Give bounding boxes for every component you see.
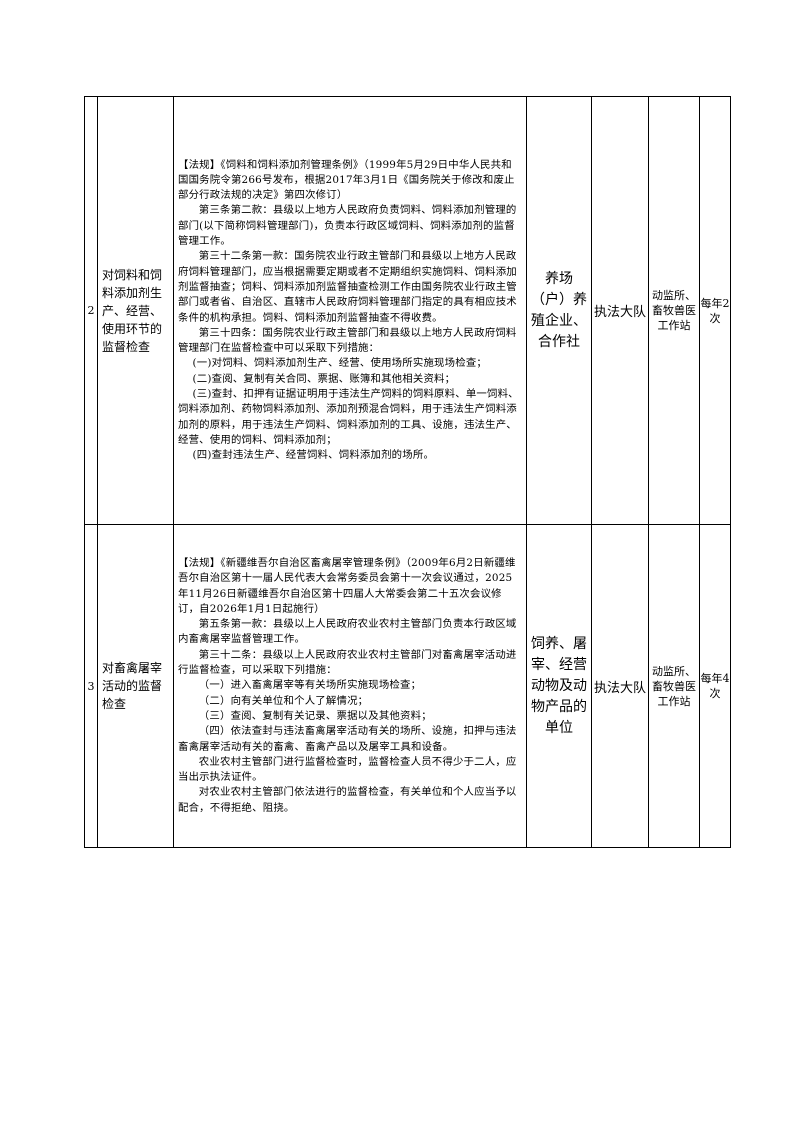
table-row: 2 对饲料和饲料添加剂生产、经营、使用环节的监督检查 【法规】《饲料和饲料添加剂… [84, 96, 731, 525]
inspection-item: 对畜禽屠宰活动的监督检查 [97, 524, 174, 848]
table-row: 3 对畜禽屠宰活动的监督检查 【法规】《新疆维吾尔自治区畜禽屠宰管理条例》（20… [84, 524, 731, 848]
responsible-department: 执法大队 [591, 96, 649, 525]
legal-basis-cell: 【法规】《新疆维吾尔自治区畜禽屠宰管理条例》（2009年6月2日新疆维吾尔自治区… [173, 524, 527, 848]
inspection-object: 饲养、屠宰、经营动物及动物产品的单位 [526, 524, 592, 848]
law-measure: （一）进入畜禽屠宰等有关场所实施现场检查； [198, 679, 422, 692]
law-source: 【法规】《新疆维吾尔自治区畜禽屠宰管理条例》（2009年6月2日新疆维吾尔自治区… [178, 556, 516, 615]
law-measure: (一)对饲料、饲料添加剂生产、经营、使用场所实施现场检查； [192, 357, 487, 370]
row-number: 3 [84, 524, 98, 848]
law-measure: （三）查阅、复制有关记录、票据以及其他资料； [198, 709, 432, 722]
law-closing: 农业农村主管部门进行监督检查时，监督检查人员不得少于二人，应当出示执法证件。 [178, 755, 517, 784]
law-measure: （四）依法查封与违法畜禽屠宰活动有关的场所、设施，扣押与违法畜禽屠宰活动有关的畜… [178, 725, 517, 753]
law-clause: 第三十二条：县级以上人民政府农业农村主管部门对畜禽屠宰活动进行监督检查，可以采取… [178, 648, 517, 677]
law-measure: （二）向有关单位和个人了解情况； [198, 694, 369, 707]
law-measure: (二)查阅、复制有关合同、票据、账簿和其他相关资料； [192, 372, 456, 385]
cooperating-unit: 动监所、畜牧兽医工作站 [648, 96, 700, 525]
inspection-frequency: 每年4次 [699, 524, 731, 848]
law-clause: 第三十二条第一款：国务院农业行政主管部门和县级以上地方人民政府饲料管理部门，应当… [178, 250, 517, 324]
cooperating-unit: 动监所、畜牧兽医工作站 [648, 524, 700, 848]
law-clause: 第三条第二款：县级以上地方人民政府负责饲料、饲料添加剂管理的部门(以下简称饲料管… [178, 204, 517, 248]
legal-basis-cell: 【法规】《饲料和饲料添加剂管理条例》（1999年5月29日中华人民共和国国务院令… [173, 96, 527, 525]
inspection-table: 2 对饲料和饲料添加剂生产、经营、使用环节的监督检查 【法规】《饲料和饲料添加剂… [84, 96, 731, 848]
law-clause: 第三十四条：国务院农业行政主管部门和县级以上地方人民政府饲料管理部门在监督检查中… [178, 326, 517, 355]
law-measure: (四)查封违法生产、经营饲料、饲料添加剂的场所。 [192, 449, 435, 462]
inspection-frequency: 每年2次 [699, 96, 731, 525]
law-source: 【法规】《饲料和饲料添加剂管理条例》（1999年5月29日中华人民共和国国务院令… [178, 158, 515, 202]
responsible-department: 执法大队 [591, 524, 649, 848]
inspection-item: 对饲料和饲料添加剂生产、经营、使用环节的监督检查 [97, 96, 174, 525]
law-clause: 第五条第一款：县级以上人民政府农业农村主管部门负责本行政区域内畜禽屠宰监督管理工… [178, 618, 517, 646]
inspection-object: 养场（户）养殖企业、合作社 [526, 96, 592, 525]
row-number: 2 [84, 96, 98, 525]
law-closing: 对农业农村主管部门依法进行的监督检查，有关单位和个人应当予以配合，不得拒绝、阻挠… [178, 786, 517, 814]
law-measure: (三)查封、扣押有证据证明用于违法生产饲料的饲料原料、单一饲料、饲料添加剂、药物… [178, 387, 519, 446]
